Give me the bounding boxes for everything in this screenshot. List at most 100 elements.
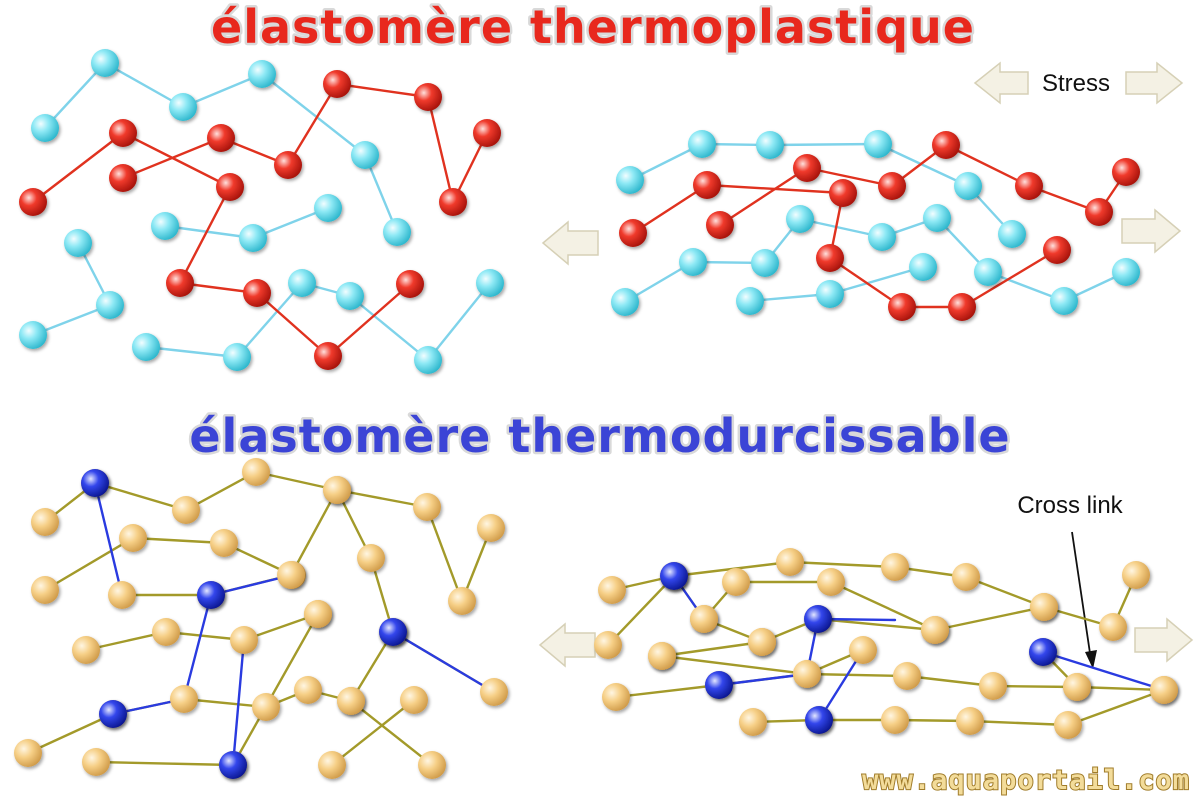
tr-cyan-chain-0-atom	[998, 220, 1026, 248]
tr-red-chain-1-atom	[1112, 158, 1140, 186]
bl-chain-5-bond	[231, 612, 320, 767]
bl-chain-0-bond	[425, 505, 464, 603]
br-chain-6-atom	[648, 642, 676, 670]
bl-crosslink-atom-0	[81, 469, 109, 497]
bl-chain-1-atom	[119, 524, 147, 552]
br-chain-1-atom	[722, 568, 750, 596]
tl-cyan-chain-3-atom	[414, 346, 442, 374]
tr-red-chain-1-atom	[1085, 198, 1113, 226]
bl-chain-5-atom	[304, 600, 332, 628]
br-chain-2-atom	[594, 631, 622, 659]
br-chain-7-atom	[1063, 673, 1091, 701]
br-chain-4-atom	[793, 660, 821, 688]
tr-cyan-chain-1-atom	[611, 288, 639, 316]
br-crosslink-atom-4	[1029, 638, 1057, 666]
bl-chain-7-atom	[418, 751, 446, 779]
br-chain-5-atom	[1054, 711, 1082, 739]
br-chain-5-atom	[881, 706, 909, 734]
br-crosslink-bond-5	[1041, 650, 1166, 692]
br-crosslink-atom-2	[705, 671, 733, 699]
tr-cyan-chain-2-atom	[816, 280, 844, 308]
bl-chain-3-atom	[72, 636, 100, 664]
bl-chain-3-atom	[230, 626, 258, 654]
stress-arrow-left-icon	[973, 61, 1029, 105]
tl-cyan-chain-3-bond	[235, 281, 304, 359]
bl-crosslink-bond-5	[391, 630, 496, 694]
tr-cyan-chain-0-bond	[768, 142, 880, 147]
tl-red-chain-1-atom	[323, 70, 351, 98]
br-crosslink-atom-1	[804, 605, 832, 633]
bl-chain-0-atom	[242, 458, 270, 486]
bl-chain-6-bond	[330, 698, 416, 767]
tl-red-chain-0-bond	[255, 291, 330, 358]
tl-red-chain-1-bond	[286, 82, 339, 167]
bl-chain-2-atom	[108, 581, 136, 609]
bl-chain-4-atom	[294, 676, 322, 704]
tl-red-chain-0-atom	[166, 269, 194, 297]
bl-chain-0-bond	[335, 488, 429, 509]
tl-cyan-chain-2-atom	[314, 194, 342, 222]
tl-cyan-chain-3-atom	[288, 269, 316, 297]
tr-cyan-chain-1-atom	[868, 223, 896, 251]
tr-red-chain-0-atom	[816, 244, 844, 272]
tl-red-chain-1-atom	[274, 151, 302, 179]
tl-cyan-chain-3-atom	[223, 343, 251, 371]
tr-red-chain-0-atom	[829, 179, 857, 207]
tl-red-chain-0-bond	[326, 282, 412, 358]
tl-red-chain-1-atom	[109, 164, 137, 192]
br-chain-5-bond	[1066, 688, 1166, 727]
tl-cyan-chain-3-bond	[348, 294, 430, 362]
tr-cyan-chain-0-atom	[756, 131, 784, 159]
tr-red-chain-0-atom	[1043, 236, 1071, 264]
br-chain-2-atom	[690, 605, 718, 633]
tl-cyan-chain-0-atom	[31, 114, 59, 142]
tr-red-chain-0-atom	[619, 219, 647, 247]
br-chain-6-bond	[660, 640, 764, 658]
tl-cyan-chain-1-atom	[19, 321, 47, 349]
bl-chain-2-atom	[357, 544, 385, 572]
br-chain-3-bond	[991, 684, 1079, 689]
br-chain-3-bond	[905, 674, 995, 688]
tr-cyan-chain-1-atom	[1050, 287, 1078, 315]
tr-cyan-chain-1-atom	[751, 249, 779, 277]
bl-chain-4-atom	[14, 739, 42, 767]
br-chain-4-bond	[614, 683, 721, 699]
bl-crosslink-bond-2	[182, 593, 213, 701]
tl-red-chain-0-atom	[216, 173, 244, 201]
bl-chain-0-atom	[31, 508, 59, 536]
tl-cyan-chain-2-bond	[163, 224, 255, 240]
stretch-arrow-right-bottom-icon	[1134, 617, 1194, 663]
tr-red-chain-1-atom	[706, 211, 734, 239]
br-chain-4-atom	[849, 636, 877, 664]
br-chain-0-atom	[1122, 561, 1150, 589]
stress-label: Stress	[1042, 70, 1110, 97]
tr-cyan-chain-1-atom	[974, 258, 1002, 286]
tl-cyan-chain-2-atom	[151, 212, 179, 240]
bl-chain-2-bond	[289, 488, 339, 577]
tl-red-chain-0-bond	[121, 131, 232, 189]
bl-chain-4-bond	[26, 712, 115, 755]
tl-red-chain-1-atom	[473, 119, 501, 147]
tl-cyan-chain-0-atom	[351, 141, 379, 169]
br-crosslink-bond-3	[717, 672, 809, 687]
br-chain-5-atom	[956, 707, 984, 735]
br-chain-0-atom	[776, 548, 804, 576]
bl-chain-1-bond	[131, 536, 226, 545]
br-chain-3-bond	[660, 654, 809, 676]
tl-cyan-chain-0-bond	[43, 61, 107, 130]
tl-cyan-chain-0-bond	[260, 72, 367, 157]
tl-cyan-chain-1-atom	[64, 229, 92, 257]
br-chain-0-bond	[788, 560, 897, 569]
stretch-arrow-left-bottom-icon	[538, 622, 596, 668]
br-chain-1-atom	[817, 568, 845, 596]
bl-chain-6-atom	[318, 751, 346, 779]
br-chain-5-bond	[968, 719, 1070, 727]
tl-cyan-chain-2-atom	[239, 224, 267, 252]
tl-red-chain-1-bond	[426, 95, 455, 204]
tl-cyan-chain-0-bond	[181, 72, 264, 109]
tl-red-chain-1-atom	[414, 83, 442, 111]
bl-chain-0-atom	[172, 496, 200, 524]
bl-chain-0-atom	[413, 493, 441, 521]
